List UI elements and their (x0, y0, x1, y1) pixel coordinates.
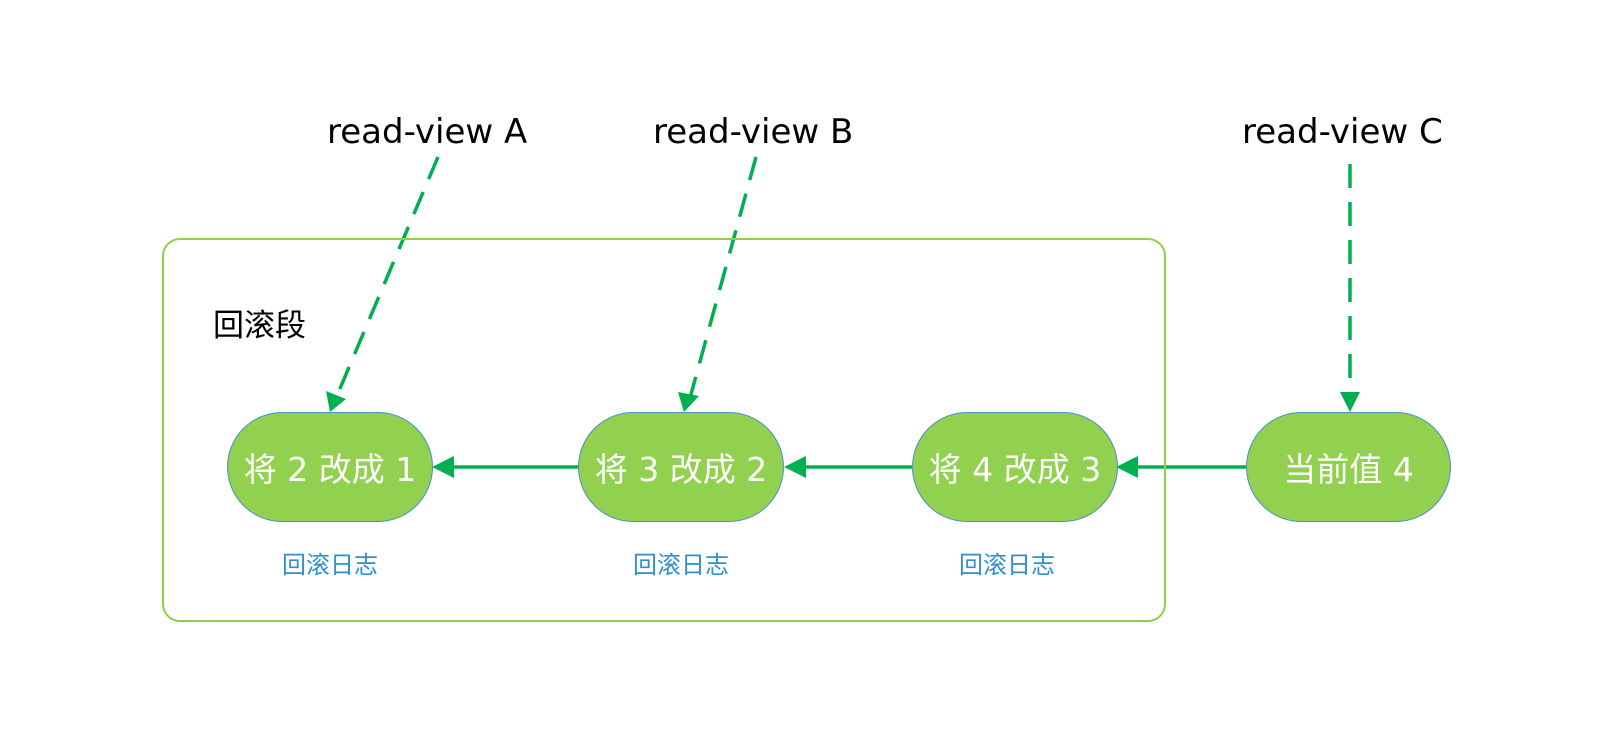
chain-arrowhead-current-to-4 (1116, 456, 1138, 478)
chain-arrowhead-3-to-2 (432, 456, 454, 478)
read-view-a-arrowhead (326, 391, 346, 412)
undo-node-2-to-1: 将 2 改成 1 (227, 412, 433, 522)
undo-node-4-to-3: 将 4 改成 3 (912, 412, 1118, 522)
read-view-c-arrowhead (1340, 392, 1360, 412)
rollback-segment-box (162, 238, 1166, 622)
undo-node-3-to-2: 将 3 改成 2 (578, 412, 784, 522)
read-view-b-pointer (688, 156, 758, 399)
read-view-b-label: read-view B (653, 112, 854, 152)
read-view-b-arrowhead (678, 392, 699, 412)
undo-log-caption-3: 回滚日志 (959, 551, 1055, 579)
chain-arrowhead-4-to-3 (784, 456, 806, 478)
undo-log-caption-2: 回滚日志 (633, 551, 729, 579)
read-view-a-pointer (334, 156, 440, 399)
undo-log-caption-1: 回滚日志 (282, 551, 378, 579)
rollback-segment-title: 回滚段 (213, 308, 306, 344)
read-view-c-label: read-view C (1242, 112, 1443, 152)
current-value-node: 当前值 4 (1246, 412, 1451, 522)
read-view-a-label: read-view A (327, 112, 528, 152)
